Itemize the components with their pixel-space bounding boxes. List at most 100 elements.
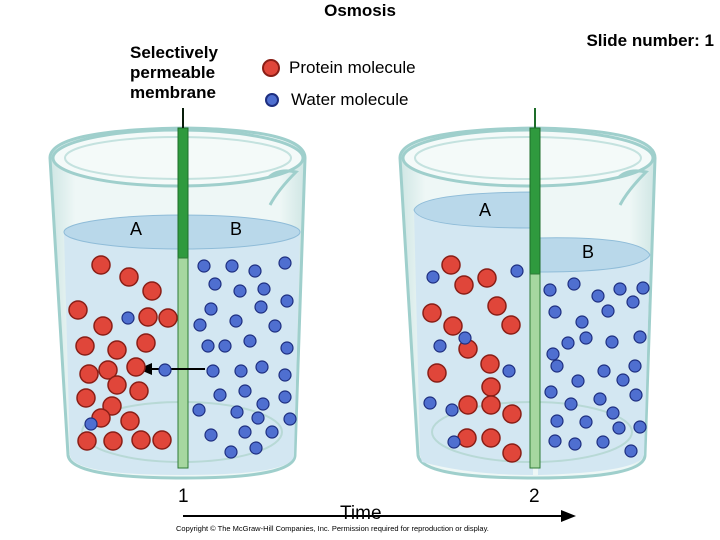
- beaker-2-spout: [616, 169, 649, 206]
- protein-molecule: [502, 443, 522, 463]
- protein-molecule: [129, 381, 149, 401]
- water-molecule: [510, 264, 524, 278]
- water-molecule: [633, 420, 647, 434]
- water-molecule: [423, 396, 437, 410]
- water-molecule: [213, 388, 227, 402]
- protein-molecule: [158, 308, 178, 328]
- protein-molecule: [79, 364, 99, 384]
- protein-molecule: [126, 357, 146, 377]
- water-molecule: [601, 304, 615, 318]
- water-molecule: [629, 388, 643, 402]
- water-molecule: [543, 283, 557, 297]
- protein-molecule: [120, 411, 140, 431]
- water-molecule: [546, 347, 560, 361]
- protein-molecule: [481, 428, 501, 448]
- molecules: [68, 255, 650, 463]
- slide-number: Slide number: 1: [586, 31, 714, 50]
- protein-molecule: [75, 336, 95, 356]
- protein-molecule: [502, 404, 522, 424]
- protein-molecule-icon: [262, 59, 280, 77]
- water-molecule: [447, 435, 461, 449]
- protein-molecule: [501, 315, 521, 335]
- water-molecule: [561, 336, 575, 350]
- water-molecule: [458, 331, 472, 345]
- water-molecule: [204, 428, 218, 442]
- water-molecule: [278, 256, 292, 270]
- water-molecule: [208, 277, 222, 291]
- beaker-2-surface-right: [537, 237, 651, 273]
- time-axis-label: Time: [340, 503, 382, 524]
- protein-molecule: [477, 268, 497, 288]
- water-molecule: [283, 412, 297, 426]
- water-molecule: [548, 434, 562, 448]
- water-molecule: [626, 295, 640, 309]
- water-molecule: [256, 397, 270, 411]
- protein-molecule: [480, 354, 500, 374]
- water-molecule: [633, 330, 647, 344]
- water-molecule: [445, 403, 459, 417]
- water-molecule: [550, 359, 564, 373]
- protein-molecule: [131, 430, 151, 450]
- protein-molecule: [427, 363, 447, 383]
- protein-molecule: [152, 430, 172, 450]
- protein-molecule: [481, 395, 501, 415]
- water-molecule: [243, 334, 257, 348]
- water-molecule: [218, 339, 232, 353]
- protein-molecule: [422, 303, 442, 323]
- water-molecule: [268, 319, 282, 333]
- beaker-2-side-a-label: A: [479, 200, 492, 220]
- water-molecule: [280, 341, 294, 355]
- water-molecule: [426, 270, 440, 284]
- water-molecule: [234, 364, 248, 378]
- water-molecule: [433, 339, 447, 353]
- water-molecule: [575, 315, 589, 329]
- water-molecule: [206, 364, 220, 378]
- protein-molecule: [119, 267, 139, 287]
- water-molecule: [248, 264, 262, 278]
- water-molecule: [158, 363, 172, 377]
- water-molecule: [121, 311, 135, 325]
- water-molecule: [564, 397, 578, 411]
- water-molecule: [84, 417, 98, 431]
- protein-molecule: [138, 307, 158, 327]
- protein-molecule: [454, 275, 474, 295]
- water-molecule: [613, 282, 627, 296]
- legend-water-label: Water molecule: [291, 90, 409, 109]
- protein-molecule: [77, 431, 97, 451]
- beaker-1-membrane: [177, 257, 189, 469]
- time-point-1: 1: [178, 486, 189, 507]
- water-molecule: [233, 284, 247, 298]
- beaker-2-membrane: [529, 273, 541, 469]
- water-molecule: [249, 441, 263, 455]
- water-molecule: [616, 373, 630, 387]
- water-molecule: [278, 368, 292, 382]
- water-molecule: [502, 364, 516, 378]
- copyright-notice: Copyright © The McGraw-Hill Companies, I…: [176, 524, 489, 533]
- water-molecule: [265, 425, 279, 439]
- protein-molecule: [487, 296, 507, 316]
- water-molecule: [628, 359, 642, 373]
- protein-molecule: [136, 333, 156, 353]
- membrane-label: Selectively permeable membrane: [130, 43, 218, 102]
- water-molecule: [636, 281, 650, 295]
- beaker-2-rim: [401, 128, 655, 188]
- protein-molecule: [91, 255, 111, 275]
- legend-protein: Protein molecule: [262, 57, 416, 79]
- water-molecule: [201, 339, 215, 353]
- beaker-1-side-a-label: A: [130, 219, 143, 239]
- water-molecule-icon: [265, 93, 279, 107]
- beaker-2-membrane-top: [529, 127, 541, 275]
- protein-molecule: [107, 340, 127, 360]
- protein-molecule: [458, 395, 478, 415]
- water-molecule: [224, 445, 238, 459]
- protein-molecule: [443, 316, 463, 336]
- water-molecule: [257, 282, 271, 296]
- protein-molecule: [76, 388, 96, 408]
- water-molecule: [606, 406, 620, 420]
- beaker-1-membrane-top: [177, 127, 189, 259]
- protein-molecule: [441, 255, 461, 275]
- water-molecule: [579, 415, 593, 429]
- water-molecule: [579, 331, 593, 345]
- protein-molecule: [93, 316, 113, 336]
